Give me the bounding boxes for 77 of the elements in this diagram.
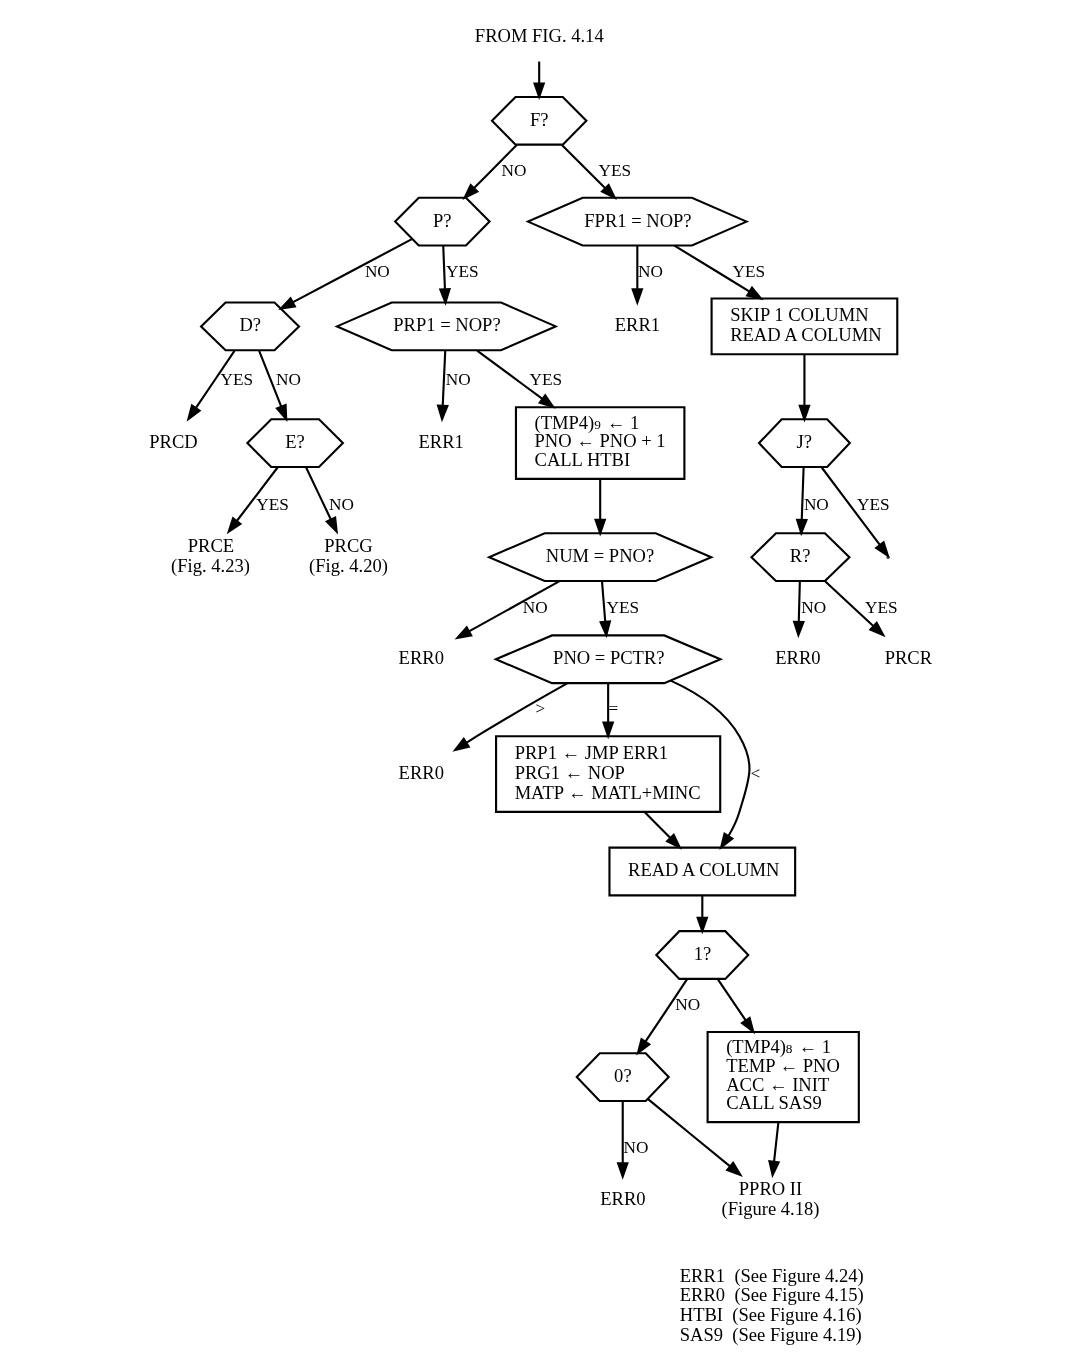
arrow: [616, 1101, 629, 1180]
node-label: (Figure 4.18): [721, 1198, 820, 1220]
edge-label: YES: [598, 160, 632, 180]
node-label: (Fig. 4.23): [171, 555, 250, 577]
arrow: [454, 580, 561, 640]
node-text: ERR0: [775, 647, 821, 669]
arrow: [305, 467, 339, 535]
node-text: PPRO II: [738, 1178, 803, 1200]
arrow: [820, 466, 890, 559]
arrow: [258, 350, 288, 423]
node-text: ERR0: [600, 1188, 646, 1210]
label: SAS9 (See Figure 4.19): [679, 1324, 862, 1346]
node-text: FROM FIG. 4.14: [474, 25, 604, 47]
node-text: ERR0: [398, 761, 444, 783]
node-text: ERR1: [614, 314, 661, 336]
edge-label: YES: [220, 370, 254, 390]
edge-label: NO: [623, 1138, 649, 1158]
arrow: [602, 683, 615, 740]
node-box: SKIP 1 COLUMN READ A COLUMN: [710, 297, 899, 356]
arrow: [696, 895, 709, 935]
arrow: [824, 580, 886, 638]
arrow: [599, 580, 612, 639]
node-box: READ A COLUMN: [608, 846, 797, 897]
edge-label: <: [750, 763, 761, 783]
label: HTBI (See Figure 4.16): [679, 1304, 862, 1326]
arrow: [476, 349, 556, 409]
arrow: [631, 245, 644, 306]
node-text: PRCD: [149, 431, 198, 453]
arrow: [561, 144, 617, 200]
node-box: (TMP4)8 ← 1 TEMP ← PNO ACC ← INIT CALL SAS9: [706, 1030, 860, 1124]
node-box: (TMP4)9 ← 1 PNO ← PNO + 1 CALL HTBI: [514, 406, 686, 480]
edge-label: YES: [865, 598, 898, 618]
edge-label: NO: [522, 598, 548, 618]
edge-label: YES: [529, 370, 563, 390]
arrow: [186, 350, 236, 422]
arrow: [647, 1098, 743, 1177]
arrow: [670, 679, 751, 850]
arrow: [636, 978, 688, 1056]
arrow: [594, 479, 607, 537]
edge-label: YES: [857, 494, 890, 514]
node-text: ERR0: [398, 647, 444, 669]
arrow: [438, 245, 452, 306]
arrow: [226, 466, 279, 535]
arrow: [792, 581, 805, 639]
arrow: [462, 144, 518, 200]
edge-label: NO: [675, 994, 701, 1014]
edge-label: YES: [445, 261, 479, 281]
edge-label: >: [535, 699, 546, 719]
edge-label: NO: [445, 370, 471, 390]
node-text: PRCG: [324, 535, 373, 557]
node-text: PRCR: [884, 647, 933, 669]
edge-label: NO: [276, 370, 301, 390]
arrow: [278, 238, 413, 311]
arrow: [798, 354, 811, 423]
arrow: [768, 1122, 781, 1179]
node-text: ERR1: [418, 431, 464, 453]
edge-label: YES: [256, 494, 289, 514]
arrow: [795, 467, 808, 537]
edge-label: YES: [732, 261, 766, 281]
arrow: [452, 682, 569, 752]
edge-label: NO: [329, 494, 355, 514]
arrow: [644, 811, 682, 850]
edge-label: NO: [364, 261, 390, 281]
node-text: PRCE: [187, 535, 235, 557]
arrow: [717, 978, 756, 1035]
edge-label: YES: [606, 598, 640, 618]
edge-label: NO: [638, 261, 664, 281]
edge-label: NO: [803, 494, 829, 514]
node-box: PRP1 ← JMP ERR1 PRG1 ← NOP MATP ← MATL+MINC: [495, 735, 722, 813]
arrow: [673, 244, 764, 301]
edge-label: =: [608, 699, 619, 719]
edge-label: NO: [501, 160, 527, 180]
node-label: (Fig. 4.20): [309, 555, 388, 577]
label: ERR1 (See Figure 4.24): [679, 1264, 864, 1286]
edge-label: NO: [801, 598, 827, 618]
arrow: [436, 350, 449, 423]
arrow: [533, 61, 546, 100]
